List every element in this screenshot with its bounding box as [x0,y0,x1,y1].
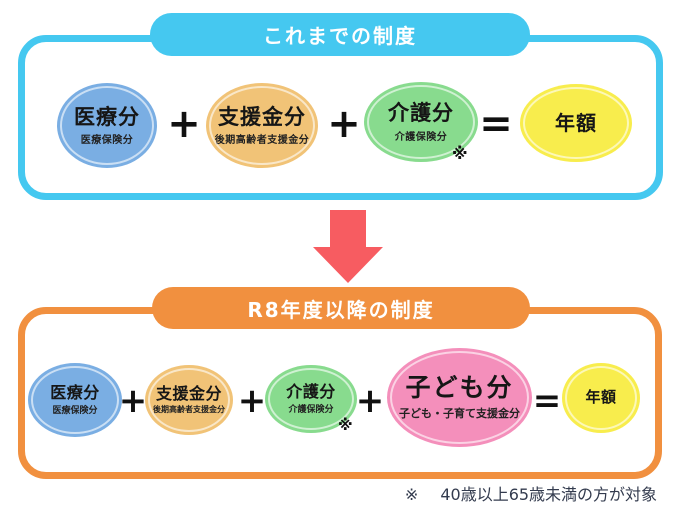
panel-before-header: これまでの制度 [150,13,530,56]
before-nursing-sublabel: 介護保険分 [394,131,448,143]
footnote-text: 40歳以上65歳未満の方が対象 [440,485,658,504]
before-nursing-note-mark: ※ [452,144,468,163]
before-plus-operator-2: + [327,101,361,147]
before-support-label: 支援金分 [218,104,306,129]
before-medical-label: 医療分 [74,104,140,129]
after-children-label: 子ども分 [405,372,514,402]
after-medical-label: 医療分 [50,382,100,402]
after-annual-label: 年額 [585,388,617,407]
before-annual-label: 年額 [555,110,597,135]
panel-after-title: R8年度以降の制度 [247,297,435,322]
before-equals-operator: = [479,101,513,147]
panel-after-header: R8年度以降の制度 [152,287,530,329]
after-support-sublabel: 後期高齢者支援金分 [153,405,225,415]
panel-before-title: これまでの制度 [263,24,417,48]
after-plus-operator-2: + [237,381,267,421]
after-annual-ellipse: 年額 [562,363,640,433]
after-plus-operator-1: + [118,381,148,421]
before-medical-sublabel: 医療保険分 [80,135,134,147]
after-support-ellipse: 支援金分 後期高齢者支援金分 [145,365,233,435]
after-support-label: 支援金分 [155,383,222,403]
after-nursing-ellipse: 介護分 介護保険分 [265,365,357,433]
down-arrow-icon [313,210,383,283]
after-plus-operator-3: + [355,381,385,421]
before-plus-operator-1: + [167,101,201,147]
after-nursing-sublabel: 介護保険分 [288,405,334,416]
after-children-sublabel: 子ども・子育て支援金分 [399,407,520,421]
after-equals-operator: = [532,381,562,421]
before-support-sublabel: 後期高齢者支援金分 [214,135,310,147]
before-nursing-ellipse: 介護分 介護保険分 [364,82,478,162]
before-nursing-label: 介護分 [388,101,454,126]
before-medical-ellipse: 医療分 医療保険分 [57,83,157,168]
after-nursing-label: 介護分 [286,381,336,401]
after-medical-ellipse: 医療分 医療保険分 [28,363,122,437]
before-support-ellipse: 支援金分 後期高齢者支援金分 [206,83,318,168]
after-children-ellipse: 子ども分 子ども・子育て支援金分 [387,348,532,447]
footnote: ※ 40歳以上65歳未満の方が対象 [398,481,664,505]
before-annual-ellipse: 年額 [520,84,632,162]
after-medical-sublabel: 医療保険分 [52,406,98,417]
after-nursing-note-mark: ※ [338,416,353,434]
footnote-mark: ※ [404,485,419,504]
